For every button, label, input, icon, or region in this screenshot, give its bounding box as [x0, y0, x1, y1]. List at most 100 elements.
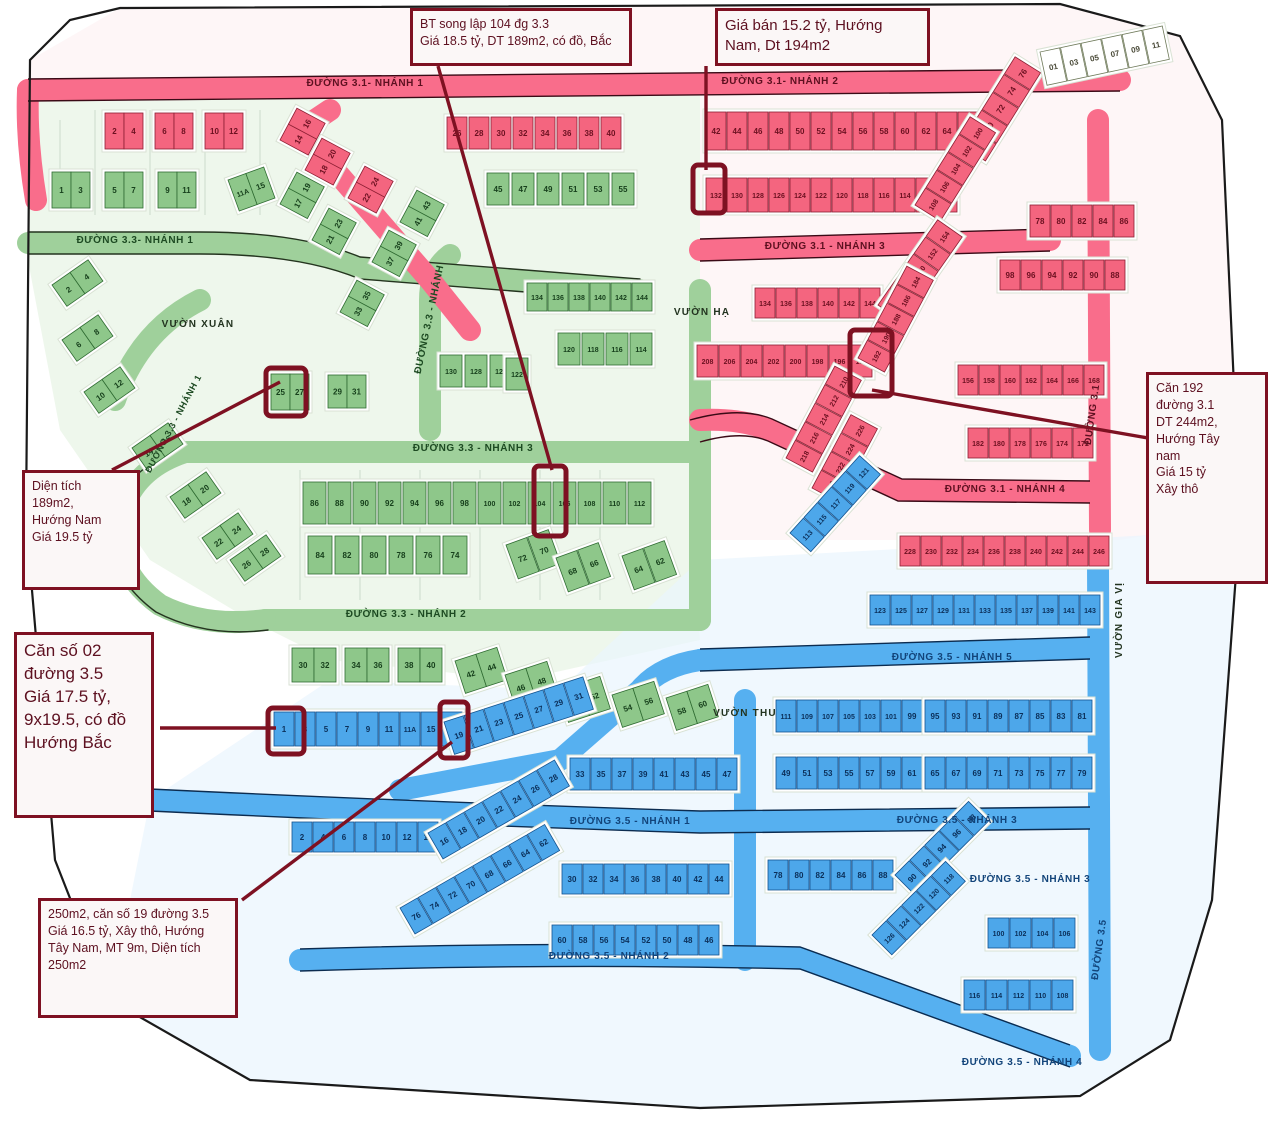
lot-122[interactable]: 122 [810, 177, 832, 213]
lot-shape[interactable] [656, 924, 678, 956]
lot-36[interactable]: 36 [366, 647, 390, 683]
lot-246[interactable]: 246 [1088, 535, 1110, 567]
lot-shape[interactable] [815, 384, 852, 417]
lot-shape[interactable] [1030, 427, 1052, 459]
lot-65[interactable]: 65 [924, 756, 946, 790]
lot-47[interactable]: 47 [716, 757, 738, 791]
lot-shape[interactable] [1029, 756, 1051, 790]
lot-shape[interactable] [886, 905, 922, 941]
lot-77[interactable]: 77 [1050, 756, 1072, 790]
lot-shape[interactable] [915, 875, 952, 911]
lot-4[interactable]: 4 [69, 259, 104, 295]
lot-118[interactable]: 118 [852, 177, 874, 213]
lot-shape[interactable] [947, 134, 985, 169]
lot-shape[interactable] [775, 756, 797, 790]
lot-18[interactable]: 18 [169, 483, 204, 519]
lot-shape[interactable] [896, 265, 934, 299]
lot-200[interactable]: 200 [784, 344, 807, 378]
lot-shape[interactable] [502, 481, 527, 525]
lot-37[interactable]: 37 [611, 757, 633, 791]
lot-66[interactable]: 66 [490, 844, 524, 883]
lot-86[interactable]: 86 [302, 481, 327, 525]
lot-shape[interactable] [869, 594, 891, 626]
lot-7[interactable]: 7 [336, 711, 358, 747]
lot-3[interactable]: 3 [70, 171, 91, 209]
lot-shape[interactable] [361, 535, 387, 575]
lot-12[interactable]: 12 [223, 112, 244, 150]
lot-101[interactable]: 101 [880, 699, 902, 733]
lot-shape[interactable] [399, 897, 433, 935]
lot-18[interactable]: 18 [445, 811, 480, 850]
lot-shape[interactable] [629, 332, 653, 366]
lot-46[interactable]: 46 [747, 111, 769, 151]
lot-62[interactable]: 62 [643, 540, 678, 583]
lot-76[interactable]: 76 [399, 897, 433, 935]
lot-112[interactable]: 112 [1007, 979, 1030, 1011]
lot-shape[interactable] [899, 535, 921, 567]
lot-shape[interactable] [312, 137, 351, 170]
lot-174[interactable]: 174 [1051, 427, 1073, 459]
lot-shape[interactable] [830, 859, 852, 891]
lot-shape[interactable] [483, 702, 514, 742]
lot-41[interactable]: 41 [653, 757, 675, 791]
lot-shape[interactable] [1083, 364, 1105, 396]
lot-75[interactable]: 75 [1029, 756, 1051, 790]
lot-shape[interactable] [366, 647, 390, 683]
lot-shape[interactable] [1029, 204, 1051, 238]
lot-8[interactable]: 8 [173, 112, 194, 150]
lot-shape[interactable] [417, 886, 452, 925]
lot-shape[interactable] [796, 756, 818, 790]
lot-shape[interactable] [245, 166, 276, 206]
lot-shape[interactable] [1007, 979, 1030, 1011]
lot-shape[interactable] [978, 364, 1000, 396]
lot-82[interactable]: 82 [809, 859, 831, 891]
lot-shape[interactable] [871, 920, 907, 956]
lot-shape[interactable] [768, 111, 790, 151]
lot-shape[interactable] [505, 536, 540, 580]
lot-shape[interactable] [1101, 34, 1129, 73]
lot-58[interactable]: 58 [572, 924, 594, 956]
lot-89[interactable]: 89 [987, 699, 1009, 733]
lot-2[interactable]: 2 [291, 821, 313, 853]
lot-shape[interactable] [578, 116, 600, 150]
lot-11[interactable]: 11 [176, 171, 197, 209]
lot-120[interactable]: 120 [831, 177, 853, 213]
lot-88[interactable]: 88 [1104, 259, 1126, 291]
lot-shape[interactable] [913, 236, 951, 272]
lot-shape[interactable] [775, 287, 797, 319]
lot-shape[interactable] [795, 421, 833, 455]
lot-shape[interactable] [187, 471, 222, 507]
lot-shape[interactable] [915, 111, 937, 151]
lot-shape[interactable] [1062, 259, 1084, 291]
lot-156[interactable]: 156 [957, 364, 979, 396]
lot-shape[interactable] [475, 646, 508, 688]
lot-118[interactable]: 118 [581, 332, 605, 366]
lot-shape[interactable] [809, 859, 831, 891]
lot-90[interactable]: 90 [1083, 259, 1105, 291]
lot-114[interactable]: 114 [985, 979, 1008, 1011]
lot-16[interactable]: 16 [287, 107, 326, 140]
lot-120[interactable]: 120 [557, 332, 581, 366]
lot-11[interactable]: 11 [378, 711, 400, 747]
lot-49[interactable]: 49 [536, 172, 560, 206]
lot-shape[interactable] [716, 757, 738, 791]
lot-42[interactable]: 42 [687, 863, 709, 895]
lot-shape[interactable] [1067, 535, 1089, 567]
lot-shape[interactable] [981, 91, 1019, 126]
lot-38[interactable]: 38 [645, 863, 667, 895]
lot-116[interactable]: 116 [873, 177, 895, 213]
lot-102[interactable]: 102 [502, 481, 527, 525]
lot-shape[interactable] [936, 151, 974, 186]
lot-100[interactable]: 100 [987, 917, 1010, 949]
lot-8[interactable]: 8 [79, 314, 114, 350]
lot-shape[interactable] [247, 534, 282, 570]
lot-shape[interactable] [543, 682, 574, 723]
lot-50[interactable]: 50 [789, 111, 811, 151]
lot-60[interactable]: 60 [686, 683, 719, 725]
lot-shape[interactable] [319, 207, 357, 240]
lot-shape[interactable] [852, 177, 874, 213]
lot-164[interactable]: 164 [1041, 364, 1063, 396]
lot-shape[interactable] [1113, 204, 1135, 238]
lot-shape[interactable] [643, 540, 678, 583]
lot-shape[interactable] [632, 757, 654, 791]
